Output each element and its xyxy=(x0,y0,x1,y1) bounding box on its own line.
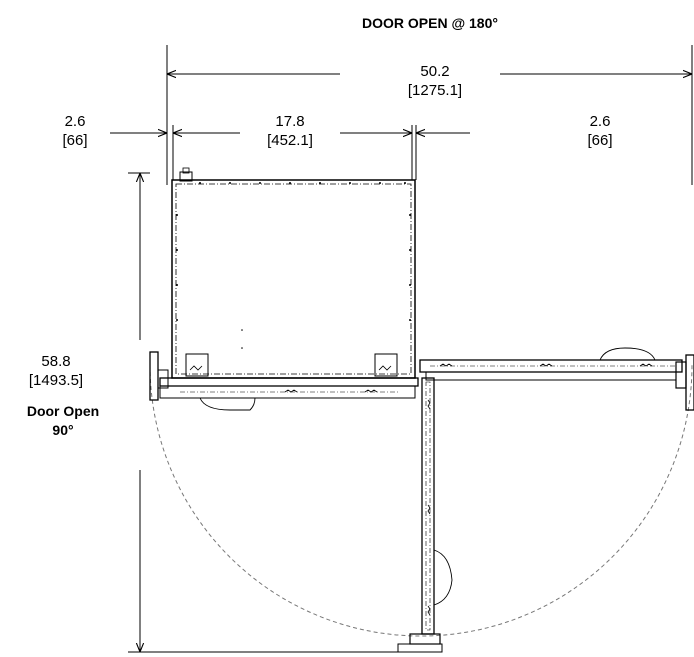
overall-width-mm: [1275.1] xyxy=(407,82,463,99)
door-swing-arc xyxy=(149,364,693,637)
cabinet-body xyxy=(171,167,416,379)
overall-width-label: 50.2 [1275.1] xyxy=(380,62,490,100)
door-closed-position xyxy=(149,351,419,411)
overall-width-dimension xyxy=(166,45,693,185)
overall-depth-mm: [1493.5] xyxy=(28,372,84,389)
door-open-180-position xyxy=(419,347,694,411)
left-clearance-mm: [66] xyxy=(62,132,88,149)
left-clearance-label: 2.6 [66] xyxy=(40,112,110,150)
door-open-90-line2: 90° xyxy=(52,422,74,438)
overall-depth-label: 58.8 [1493.5] xyxy=(6,352,106,390)
right-clearance-label: 2.6 [66] xyxy=(565,112,635,150)
cabinet-width-label: 17.8 [452.1] xyxy=(240,112,340,150)
cabinet-rivets xyxy=(176,182,411,349)
cabinet-width-dimension xyxy=(110,125,470,180)
door-open-90-label: Door Open 90° xyxy=(8,402,118,440)
right-clearance-mm: [66] xyxy=(587,132,613,149)
cabinet-width-inches: 17.8 xyxy=(275,113,305,130)
door-open-90-position xyxy=(397,377,453,653)
drawing-title: DOOR OPEN @ 180° xyxy=(362,15,498,31)
door-open-90-line1: Door Open xyxy=(26,403,100,419)
cabinet-width-mm: [452.1] xyxy=(267,132,313,149)
right-clearance-inches: 2.6 xyxy=(589,113,611,130)
left-clearance-inches: 2.6 xyxy=(64,113,86,130)
overall-depth-dimension xyxy=(128,172,440,653)
overall-depth-inches: 58.8 xyxy=(41,353,71,370)
overall-width-inches: 50.2 xyxy=(420,63,450,80)
